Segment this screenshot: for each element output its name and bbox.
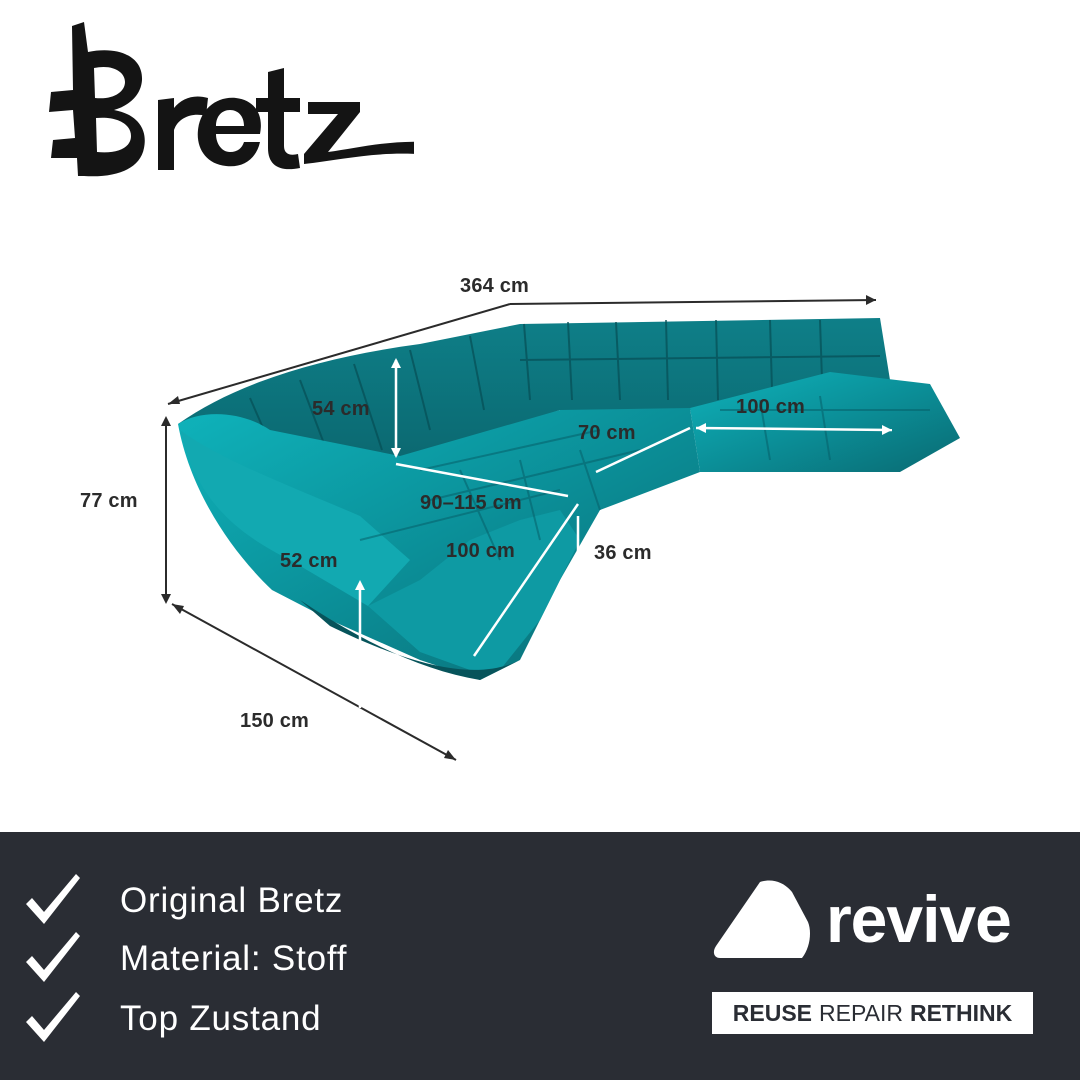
sofa-front-chaise	[368, 510, 580, 670]
bretz-logo	[49, 22, 414, 177]
revive-tagline: REUSE REPAIR RETHINK	[712, 992, 1033, 1034]
dim-seat-height-corner: 36 cm	[594, 542, 652, 564]
revive-logo-icon	[713, 880, 810, 958]
feature-item-original: Original Bretz	[22, 872, 343, 930]
revive-wordmark: revive	[826, 882, 1012, 956]
check-icon	[26, 992, 80, 1042]
tagline-rethink: RETHINK	[909, 999, 1013, 1026]
feature-item-condition: Top Zustand	[22, 990, 321, 1048]
dim-chaise-width: 100 cm	[736, 396, 806, 418]
check-icon	[26, 932, 80, 982]
tagline-repair: REPAIR	[819, 999, 903, 1026]
dim-height-total: 77 cm	[80, 490, 138, 512]
dim-seat-depth-right: 70 cm	[578, 422, 636, 444]
sofa-illustration	[161, 295, 960, 761]
feature-panel	[0, 832, 1080, 1080]
feature-text: Original Bretz	[120, 881, 344, 920]
feature-item-material: Material: Stoff	[22, 930, 347, 988]
product-image-area: 364 cm 77 cm 150 cm 54 cm 90–115 cm 70 c…	[49, 22, 960, 761]
dim-depth-side: 150 cm	[240, 710, 310, 732]
check-icon	[26, 874, 80, 924]
tagline-reuse: REUSE	[732, 999, 813, 1026]
feature-text: Top Zustand	[120, 999, 322, 1038]
dim-width-total: 364 cm	[460, 275, 530, 297]
dim-seat-depth-front: 100 cm	[446, 540, 516, 562]
sofa-seat	[178, 408, 700, 680]
dim-seat-height-front: 52 cm	[280, 550, 338, 572]
feature-text: Material: Stoff	[120, 939, 348, 978]
dim-seat-depth-center: 90–115 cm	[420, 492, 522, 514]
dim-back-height: 54 cm	[312, 398, 370, 420]
sofa-left-arm	[180, 430, 410, 606]
